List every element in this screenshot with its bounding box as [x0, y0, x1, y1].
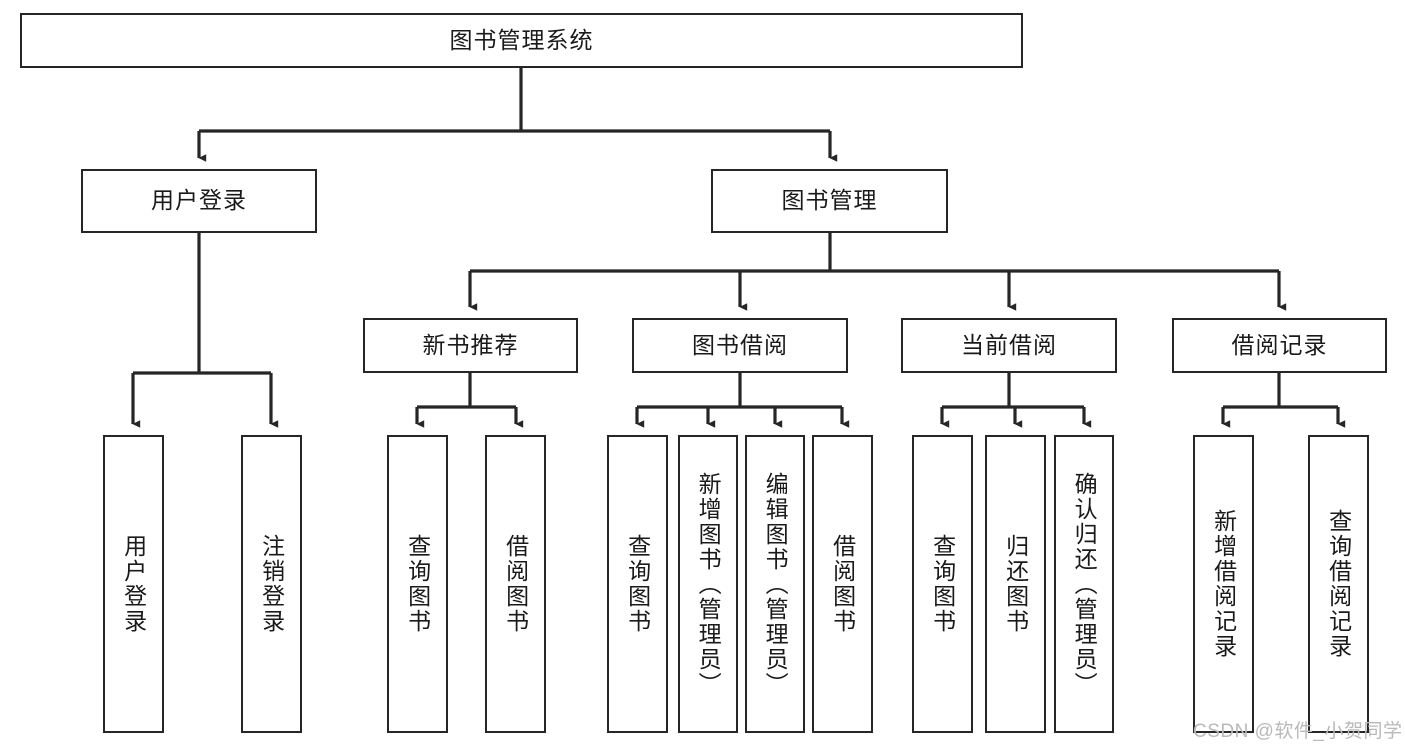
edge-bookmgmt-to-level3: [468, 233, 1287, 311]
node-leaf-add-borrow-record[interactable]: 新增借阅记录: [1193, 435, 1254, 733]
node-borrow-record[interactable]: 借阅记录: [1172, 318, 1387, 373]
node-leaf-borrow-book-1[interactable]: 借阅图书: [485, 435, 546, 733]
node-user-login[interactable]: 用户登录: [81, 169, 317, 233]
csdn-watermark: CSDN @软件_小贺同学: [1193, 721, 1403, 742]
edge-currentborrow-to-leaves: [940, 373, 1092, 428]
node-leaf-query-book-1[interactable]: 查询图书: [387, 435, 448, 733]
node-leaf-edit-book-admin[interactable]: 编辑图书（管理员）: [745, 435, 805, 733]
node-leaf-query-borrow-record[interactable]: 查询借阅记录: [1308, 435, 1369, 733]
node-leaf-query-book-2[interactable]: 查询图书: [607, 435, 668, 733]
node-book-management[interactable]: 图书管理: [711, 169, 948, 233]
node-leaf-add-book-admin[interactable]: 新增图书（管理员）: [678, 435, 738, 733]
node-leaf-user-logout[interactable]: 注销登录: [241, 435, 302, 733]
edge-root-to-level2: [197, 68, 838, 162]
edge-newbook-to-leaves: [415, 373, 524, 428]
edge-userlogin-to-leaves: [131, 233, 279, 428]
node-leaf-query-book-3[interactable]: 查询图书: [912, 435, 973, 733]
node-leaf-confirm-return-admin[interactable]: 确认归还（管理员）: [1054, 435, 1114, 733]
node-new-book-recommend[interactable]: 新书推荐: [363, 318, 578, 373]
node-leaf-return-book[interactable]: 归还图书: [985, 435, 1046, 733]
node-leaf-borrow-book-2[interactable]: 借阅图书: [812, 435, 873, 733]
edge-bookborrow-to-leaves: [635, 373, 850, 428]
edge-borrowrecord-to-leaves: [1221, 373, 1346, 428]
node-leaf-user-login[interactable]: 用户登录: [103, 435, 164, 733]
node-book-borrow[interactable]: 图书借阅: [632, 318, 848, 373]
node-root[interactable]: 图书管理系统: [20, 13, 1023, 68]
node-current-borrow[interactable]: 当前借阅: [901, 318, 1117, 373]
